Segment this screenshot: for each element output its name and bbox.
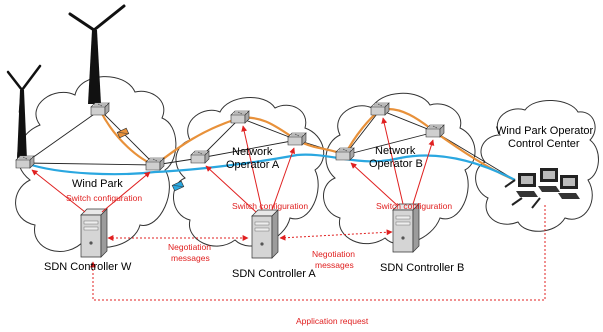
switch-icon bbox=[230, 110, 250, 124]
sdn-controller-w-server-icon bbox=[80, 208, 108, 258]
operator-a-label-line1: Network bbox=[232, 146, 273, 158]
packet-orange-icon bbox=[116, 127, 130, 139]
wind-turbine-right-icon bbox=[68, 4, 126, 104]
cloud-control-center bbox=[475, 99, 599, 232]
operator-b-label-line1: Network bbox=[375, 145, 416, 157]
negotiation-1-label-line2: messages bbox=[171, 253, 210, 263]
controller-w-label: SDN Controller W bbox=[44, 261, 132, 273]
wind-turbine-left-icon bbox=[6, 64, 42, 160]
switch-icon bbox=[425, 124, 445, 138]
packet-blue-icon bbox=[171, 180, 185, 192]
controller-a-label: SDN Controller A bbox=[232, 268, 316, 280]
controller-b-label: SDN Controller B bbox=[380, 262, 464, 274]
operator-b-label-line2: Operator B bbox=[369, 158, 423, 170]
switch-config-arrows bbox=[31, 117, 435, 213]
negotiation-2-label-line2: messages bbox=[315, 260, 354, 270]
switch-config-a-label: Switch configuration bbox=[232, 201, 308, 211]
switch-icon bbox=[90, 102, 110, 116]
switch-icon bbox=[145, 157, 165, 171]
negotiation-2-label-line1: Negotiation bbox=[312, 249, 355, 259]
operator-a-label-line2: Operator A bbox=[226, 159, 280, 171]
wind-park-label: Wind Park bbox=[72, 178, 123, 190]
negotiation-1-label-line1: Negotiation bbox=[168, 242, 211, 252]
sdn-controller-a-server-icon bbox=[251, 209, 279, 259]
sdn-controller-b-server-icon bbox=[392, 203, 420, 253]
workstations-icon bbox=[504, 168, 580, 209]
application-request-label: Application request bbox=[296, 316, 369, 326]
switch-icon bbox=[335, 147, 355, 161]
control-center-label-line2: Control Center bbox=[508, 138, 580, 150]
negotiation-arrows bbox=[107, 229, 393, 241]
cloud-operator-a bbox=[173, 96, 325, 247]
control-center-label-line1: Wind Park Operator bbox=[496, 125, 594, 137]
switch-config-w-label: Switch configuration bbox=[66, 193, 142, 203]
blue-path bbox=[24, 153, 516, 181]
switch-config-b-label: Switch configuration bbox=[376, 201, 452, 211]
switch-icon bbox=[370, 102, 390, 116]
switch-icon bbox=[287, 132, 307, 146]
application-request-arrow bbox=[90, 205, 546, 301]
switch-icon bbox=[15, 155, 35, 169]
switch-icon bbox=[190, 150, 210, 164]
